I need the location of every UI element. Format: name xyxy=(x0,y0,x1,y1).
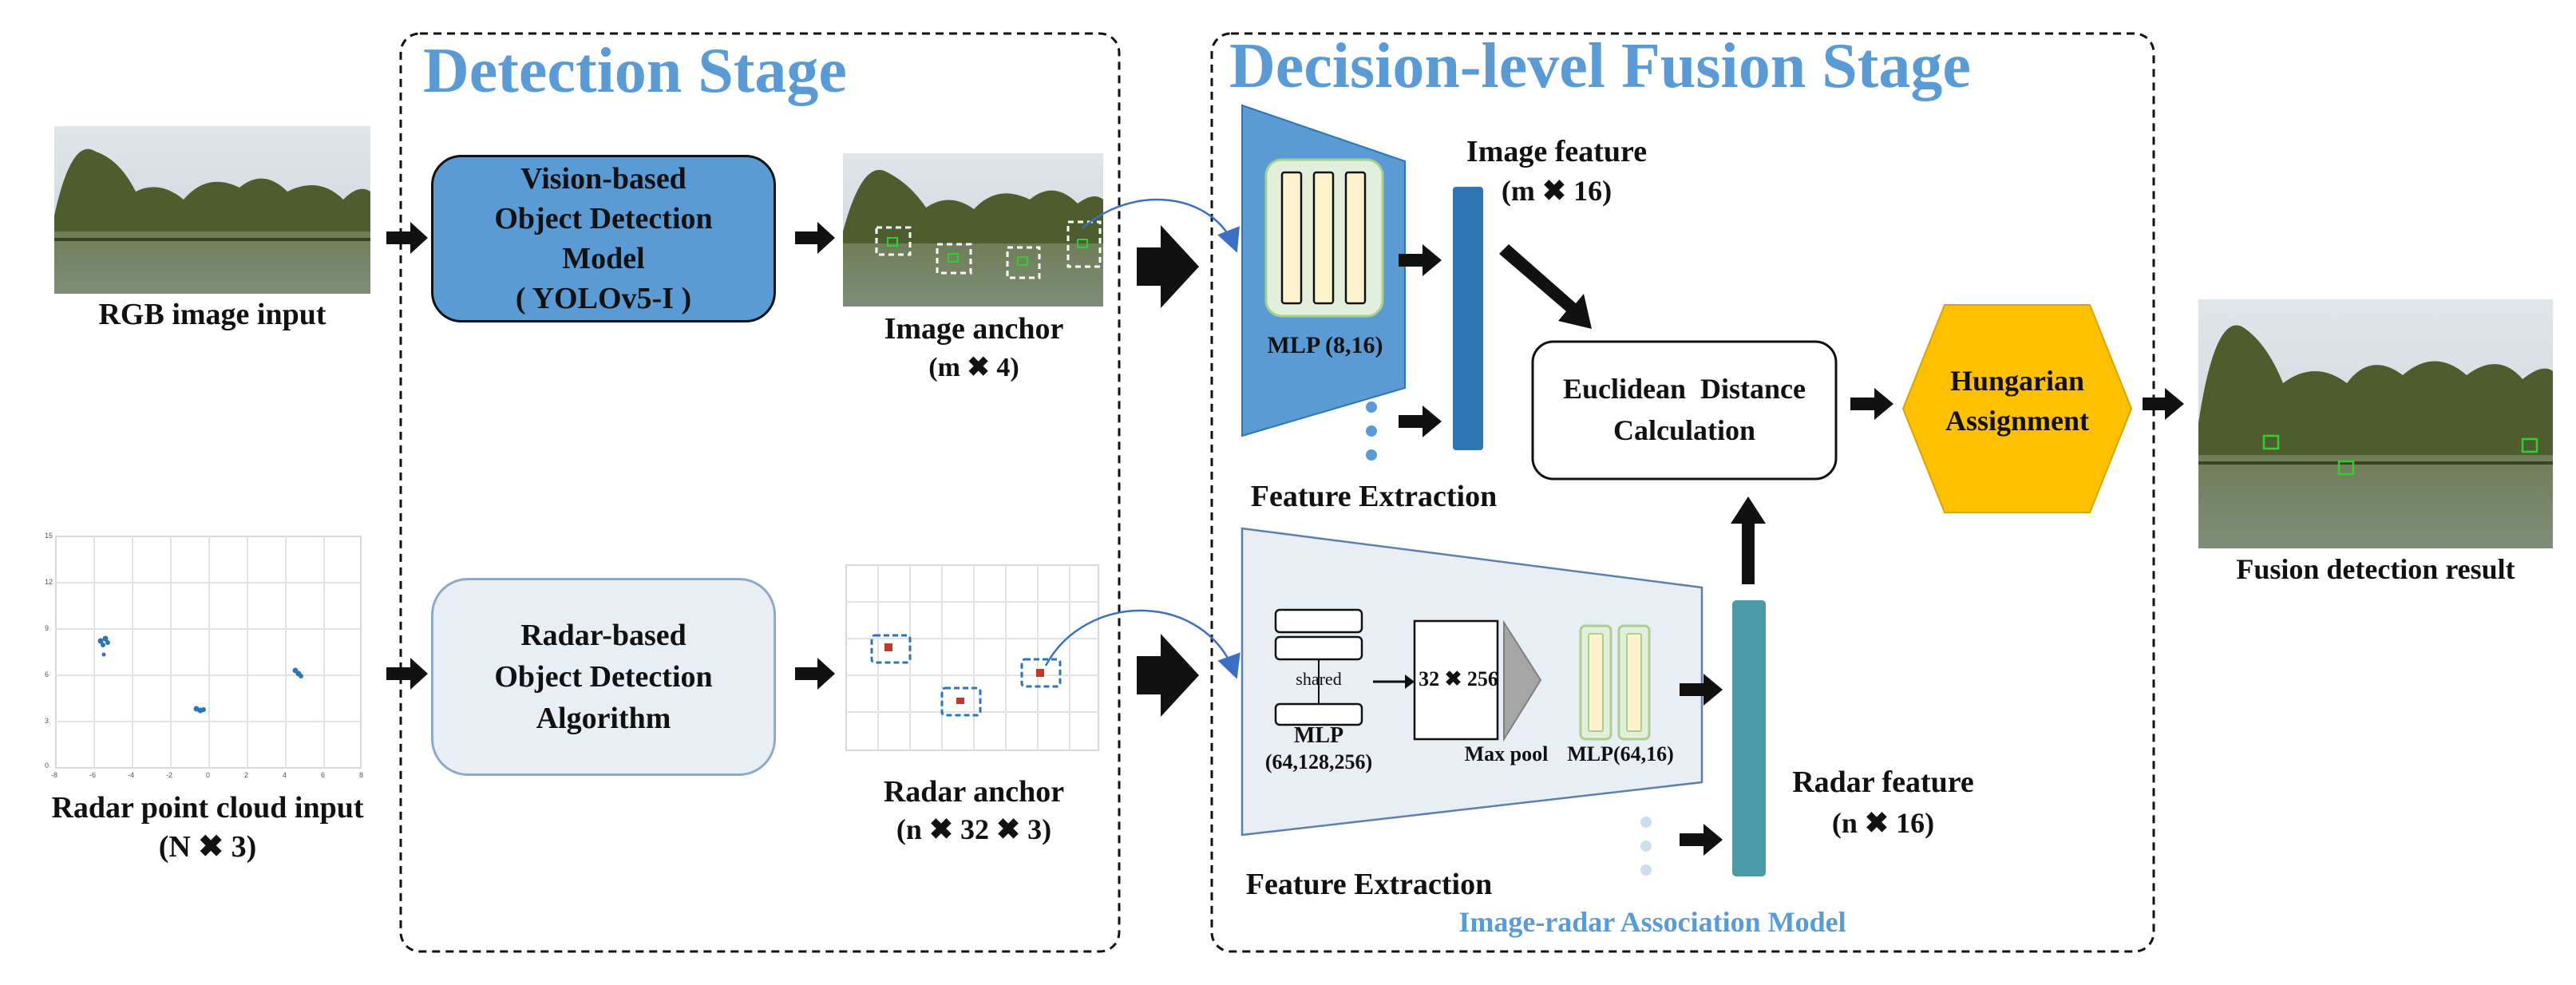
vision-model-line-2: Object Detection xyxy=(494,202,713,235)
image-mlp-label: MLP (8,16) xyxy=(1267,332,1383,358)
vision-model-line-1: Vision-based xyxy=(520,162,687,196)
radar-feature-dims: (n ✖ 16) xyxy=(1831,807,1935,839)
vision-detection-model-box: Vision-based Object Detection Model ( YO… xyxy=(431,155,776,322)
radar-input-dims: (N ✖ 3) xyxy=(158,830,257,864)
image-feature-dims: (m ✖ 16) xyxy=(1501,175,1612,207)
image-feature-label: Image feature xyxy=(1466,135,1648,168)
image-anchor-image xyxy=(843,153,1103,307)
feature-extraction-top-label: Feature Extraction xyxy=(1250,480,1498,513)
radar-point-cloud-plot xyxy=(55,536,362,769)
radar-anchor-plot xyxy=(845,564,1099,751)
tick-x-2: 2 xyxy=(244,771,249,779)
hungarian-hexagon xyxy=(1901,304,2133,513)
euclidean-label-line-2: Calculation xyxy=(1612,414,1755,446)
euclidean-box-shape xyxy=(1531,340,1838,481)
detection-stage-frame xyxy=(399,32,1121,953)
hungarian-label-line-1: Hungarian xyxy=(1949,365,2085,397)
radar-input-y-ticks: 15 12 9 6 3 0 xyxy=(45,532,56,771)
fusion-result-image xyxy=(2198,299,2553,548)
association-model-label: Image-radar Association Model xyxy=(1458,906,1846,938)
shared-label: shared xyxy=(1296,669,1342,689)
fusion-stage-title: Decision-level Fusion Stage xyxy=(1229,31,1971,101)
tick-x-4: 4 xyxy=(283,771,287,779)
tick-x-m8: -8 xyxy=(51,771,58,779)
fusion-stage-frame xyxy=(1210,32,2155,953)
radar-model-line-2: Object Detection xyxy=(494,660,713,694)
tick-y-0: 0 xyxy=(45,761,49,769)
tick-y-3: 3 xyxy=(45,717,49,725)
tick-x-8: 8 xyxy=(359,771,364,779)
tick-x-m2: -2 xyxy=(166,771,173,779)
tick-x-0: 0 xyxy=(206,771,211,779)
feature-extraction-bottom-label: Feature Extraction xyxy=(1245,868,1493,901)
vision-model-line-3: Model xyxy=(562,242,645,275)
radar-mlp-dims: (64,128,256) xyxy=(1264,750,1373,773)
radar-input-label: Radar point cloud input xyxy=(51,791,364,825)
image-anchor-label: Image anchor xyxy=(884,312,1064,346)
radar-feature-bar xyxy=(1732,600,1766,876)
max-pool-label: Max pool xyxy=(1464,742,1549,765)
radar-detection-algorithm-box: Radar-based Object Detection Algorithm xyxy=(431,578,776,776)
tick-y-12: 12 xyxy=(45,578,53,586)
euclidean-label-line-1: Euclidean Distance xyxy=(1562,373,1806,405)
radar-mlp-label: MLP xyxy=(1293,723,1344,748)
radar-anchor-dims: (n ✖ 32 ✖ 3) xyxy=(896,813,1052,845)
radar-feature-label: Radar feature xyxy=(1792,765,1974,799)
radar-anchor-label: Radar anchor xyxy=(883,775,1065,809)
tick-y-9: 9 xyxy=(45,624,49,632)
fusion-result-label: Fusion detection result xyxy=(2236,553,2515,585)
radar-mlp2-label: MLP(64,16) xyxy=(1567,742,1674,765)
tick-y-15: 15 xyxy=(45,532,53,540)
radar-input-x-ticks: -8 -6 -4 -2 0 2 4 6 8 xyxy=(51,771,370,781)
detection-stage-title: Detection Stage xyxy=(423,36,847,106)
image-feature-bar xyxy=(1453,187,1483,450)
rgb-input-label: RGB image input xyxy=(98,298,326,331)
tick-x-m6: -6 xyxy=(89,771,97,779)
radar-model-line-3: Algorithm xyxy=(536,702,671,735)
radar-model-line-1: Radar-based xyxy=(520,619,687,652)
rgb-input-image xyxy=(54,126,370,294)
tick-x-m4: -4 xyxy=(128,771,135,779)
tick-x-6: 6 xyxy=(321,771,326,779)
vision-model-line-4: ( YOLOv5-I ) xyxy=(515,282,692,315)
image-anchor-dims: (m ✖ 4) xyxy=(928,353,1019,382)
matrix-label: 32 ✖ 256 xyxy=(1419,667,1498,690)
hungarian-label-line-2: Assignment xyxy=(1945,405,2090,437)
tick-y-6: 6 xyxy=(45,671,49,678)
